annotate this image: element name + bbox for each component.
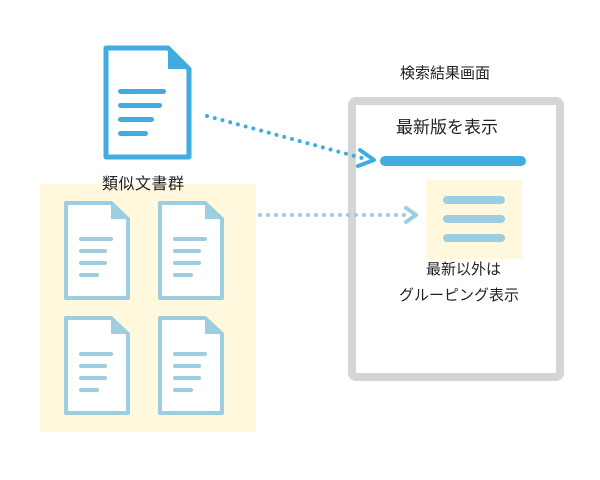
text-line <box>173 273 193 277</box>
grouping-label-line-2: グルーピング表示 <box>399 286 520 304</box>
text-line <box>79 388 99 392</box>
text-line <box>173 261 201 265</box>
latest-version-label: 最新版を表示 <box>396 118 498 138</box>
text-line <box>173 376 201 380</box>
text-line <box>118 131 148 136</box>
search-results-screen-label: 検索結果画面 <box>400 64 491 82</box>
text-line <box>118 117 154 122</box>
text-line <box>79 376 107 380</box>
dotted-arrow-similar-to-grouped <box>258 206 418 224</box>
text-line <box>173 352 207 356</box>
text-line <box>79 249 107 253</box>
text-line <box>79 261 107 265</box>
similar-document-icon <box>158 316 224 415</box>
similar-document-icon <box>158 201 224 300</box>
text-line <box>79 352 113 356</box>
list-line <box>443 234 505 242</box>
text-line <box>79 364 107 368</box>
text-line <box>118 103 162 108</box>
similar-document-icon <box>64 316 130 415</box>
list-line <box>443 196 505 204</box>
text-line <box>173 364 201 368</box>
text-line <box>173 388 193 392</box>
text-line <box>118 89 166 94</box>
dotted-arrow-main-to-latest <box>205 114 376 168</box>
grouping-label-line-1: 最新以外は <box>426 260 502 278</box>
text-line <box>79 237 113 241</box>
text-line <box>79 273 99 277</box>
text-line <box>173 237 207 241</box>
list-line <box>443 215 505 223</box>
latest-version-bar <box>380 156 526 166</box>
text-line <box>173 249 201 253</box>
main-document-icon <box>103 45 192 160</box>
similar-documents-label: 類似文書群 <box>102 174 185 193</box>
similar-document-icon <box>64 201 130 300</box>
grouped-results-icon <box>426 180 522 259</box>
